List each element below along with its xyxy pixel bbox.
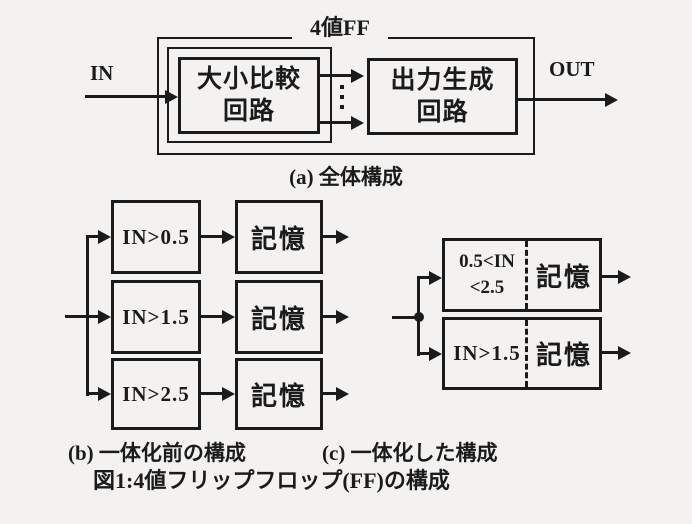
c-top-condition-line2: <2.5 [469, 277, 505, 298]
condition-box-1: IN>0.5 [111, 200, 201, 274]
b2-mid-arrow-line [201, 315, 223, 318]
generator-label-line2: 回路 [416, 98, 469, 126]
c-branch-bottom-line [419, 352, 431, 355]
b-branch-bottom-arrowhead [98, 387, 111, 401]
b1-out-arrowhead [336, 230, 349, 244]
c-branch-top-line [419, 276, 431, 279]
caption-a: (a) 全体構成 [289, 165, 403, 189]
c-bottom-memory: 記憶 [535, 341, 592, 370]
b2-out-arrowhead [336, 310, 349, 324]
c-top-condition: 0.5<IN <2.5 [445, 249, 529, 301]
c-branch-bottom-arrowhead [429, 347, 442, 361]
bus-arrow-bottom-head [351, 116, 364, 130]
c-branch-top-arrowhead [429, 271, 442, 285]
memory-box-b1: 記憶 [235, 200, 323, 274]
memory-label-b1: 記憶 [250, 224, 307, 254]
condition-label-2: IN>1.5 [122, 304, 190, 329]
input-arrowhead [165, 90, 178, 104]
b1-out-arrow-line [323, 235, 337, 238]
condition-label-1: IN>0.5 [122, 224, 190, 249]
condition-box-3: IN>2.5 [111, 358, 201, 430]
c-top-memory: 記憶 [535, 262, 592, 292]
comparator-box: 大小比較 回路 [178, 57, 320, 134]
bus-arrow-top-head [351, 69, 364, 83]
b3-out-arrowhead [336, 387, 349, 401]
ff-frame-label: 4値FF [292, 14, 388, 42]
generator-box: 出力生成 回路 [367, 58, 518, 135]
output-arrow-line [516, 98, 606, 101]
condition-box-2: IN>1.5 [111, 280, 201, 354]
b-branch-bottom-line [88, 392, 100, 395]
b1-mid-arrow-line [201, 235, 223, 238]
c-out-bottom-line [602, 351, 618, 354]
c-out-top-line [602, 275, 618, 278]
c-out-top-arrowhead [618, 270, 631, 284]
c-bottom-divider [525, 320, 528, 387]
memory-box-b3: 記憶 [235, 358, 323, 430]
bus-arrow-bottom-line [320, 121, 352, 124]
b3-mid-arrowhead [222, 387, 235, 401]
b-input-line [65, 315, 101, 318]
comparator-label-line2: 回路 [222, 97, 275, 125]
caption-b: (b) 一体化前の構成 [68, 441, 246, 465]
caption-c: (c) 一体化した構成 [322, 441, 498, 465]
c-bottom-condition-line1: IN>1.5 [453, 341, 521, 365]
b3-out-arrow-line [323, 392, 337, 395]
c-out-bottom-arrowhead [618, 346, 631, 360]
integrated-box-top: 0.5<IN <2.5 記憶 [442, 238, 602, 312]
bus-arrow-top-line [320, 74, 352, 77]
output-arrowhead [605, 93, 618, 107]
memory-box-b2: 記憶 [235, 280, 323, 354]
b-branch-vline [86, 235, 89, 396]
output-label: OUT [549, 57, 595, 81]
b3-mid-arrow-line [201, 392, 223, 395]
b-branch-mid-arrowhead [98, 310, 111, 324]
integrated-box-bottom: IN>1.5 記憶 [442, 317, 602, 390]
input-label: IN [90, 61, 114, 85]
b1-mid-arrowhead [222, 230, 235, 244]
c-input-line [392, 316, 420, 319]
figure-caption: 図1:4値フリップフロップ(FF)の構成 [93, 468, 450, 493]
c-branch-vline [417, 276, 420, 356]
b-branch-top-line [88, 235, 100, 238]
b-branch-top-arrowhead [98, 230, 111, 244]
memory-label-b2: 記憶 [250, 304, 307, 334]
b2-mid-arrowhead [222, 310, 235, 324]
generator-label-line1: 出力生成 [390, 66, 495, 94]
condition-label-3: IN>2.5 [122, 381, 190, 406]
c-top-divider [525, 241, 528, 309]
vertical-ellipsis-icon [340, 85, 344, 109]
c-bottom-condition: IN>1.5 [445, 341, 529, 366]
input-arrow-line [85, 95, 166, 98]
b2-out-arrow-line [323, 315, 337, 318]
comparator-label-line1: 大小比較 [196, 65, 301, 93]
memory-label-b3: 記憶 [250, 381, 307, 411]
c-top-condition-line1: 0.5<IN [459, 251, 515, 272]
